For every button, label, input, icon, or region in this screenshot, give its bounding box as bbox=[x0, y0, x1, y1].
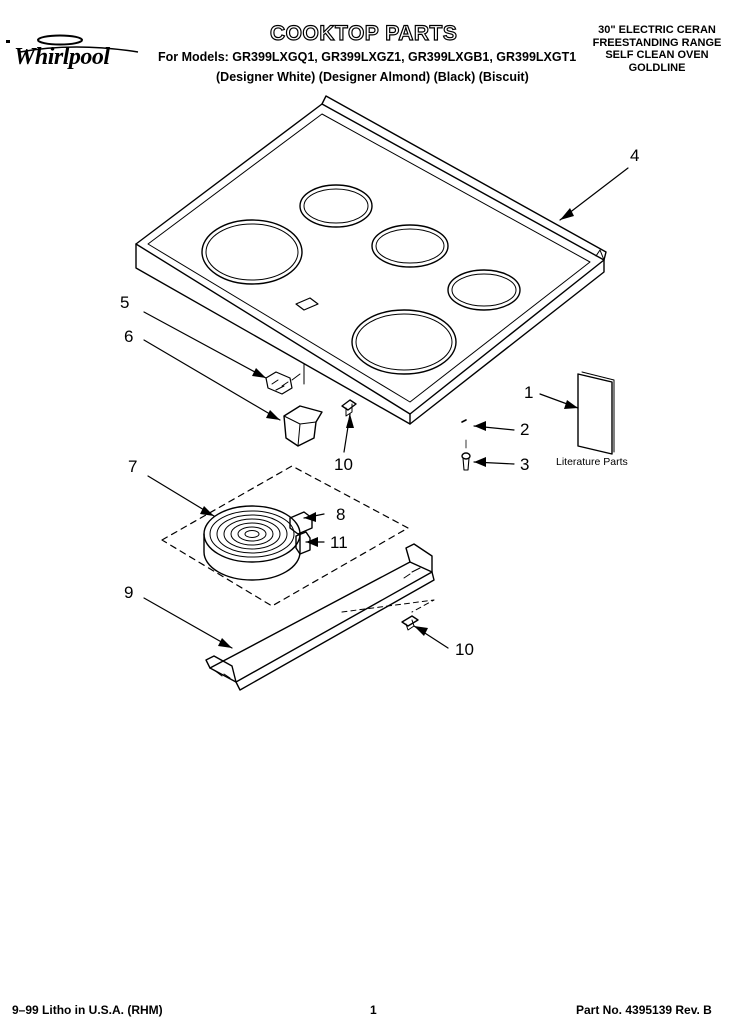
cooktop-assembly bbox=[135, 95, 607, 425]
corner-mark bbox=[6, 40, 10, 43]
callout-10-upper: 10 bbox=[334, 455, 353, 474]
element-support-bracket bbox=[205, 543, 435, 691]
callout-10-lower: 10 bbox=[455, 640, 474, 659]
variants-line: (Designer White) (Designer Almond) (Blac… bbox=[216, 70, 529, 84]
arrow-4 bbox=[560, 208, 574, 220]
leader-lines bbox=[143, 167, 629, 649]
bracket-dashed-guide bbox=[341, 599, 435, 613]
arrow-10a bbox=[346, 414, 354, 428]
spec-line: FREESTANDING RANGE bbox=[592, 36, 722, 49]
arrow-9 bbox=[218, 638, 232, 648]
arrow-5 bbox=[252, 368, 266, 378]
leader-arrowheads bbox=[200, 208, 578, 648]
page-title: COOKTOP PARTS bbox=[269, 21, 458, 45]
callout-7: 7 bbox=[128, 457, 138, 476]
spec-line: 30" ELECTRIC CERAN bbox=[598, 24, 716, 36]
burner-front-large bbox=[351, 309, 457, 375]
arrow-6 bbox=[266, 410, 280, 420]
spec-line: GOLDLINE bbox=[628, 61, 686, 74]
hot-surface-indicator bbox=[295, 297, 319, 311]
cooktop-top-surface bbox=[135, 103, 605, 415]
arrow-3 bbox=[474, 457, 486, 467]
arrow-1 bbox=[564, 400, 578, 409]
screw-10-lower bbox=[401, 615, 419, 631]
literature-booklet bbox=[577, 371, 615, 455]
arrow-7 bbox=[200, 506, 214, 516]
indicator-switch bbox=[265, 363, 305, 395]
literature-parts-label: Literature Parts bbox=[556, 456, 628, 468]
callout-2: 2 bbox=[520, 420, 530, 439]
arrow-11 bbox=[306, 537, 318, 547]
element-dashed-outline bbox=[161, 465, 409, 607]
cooktop-side-edge bbox=[409, 259, 605, 425]
cooktop-inner-border bbox=[147, 113, 591, 403]
switch-bracket bbox=[283, 405, 323, 447]
callout-8: 8 bbox=[336, 505, 346, 524]
burner-center bbox=[371, 224, 449, 268]
callout-11: 11 bbox=[330, 533, 348, 552]
spec-line: SELF CLEAN OVEN bbox=[605, 49, 709, 61]
callout-5: 5 bbox=[120, 293, 130, 312]
brand-name: Whirlpool bbox=[14, 44, 110, 70]
footer-litho: 9–99 Litho in U.S.A. (RHM) bbox=[12, 1003, 163, 1017]
burner-right bbox=[447, 269, 521, 311]
leader-6 bbox=[143, 339, 281, 421]
radiant-element bbox=[203, 505, 301, 581]
callout-6: 6 bbox=[124, 327, 134, 346]
callout-4: 4 bbox=[630, 146, 640, 165]
footer-page-number: 1 bbox=[370, 1003, 377, 1017]
screw-10-upper bbox=[341, 399, 357, 417]
burner-left-large bbox=[201, 219, 303, 285]
cooktop-front-edge bbox=[135, 243, 411, 425]
footer-part-number: Part No. 4395139 Rev. B bbox=[576, 1003, 712, 1017]
leader-5 bbox=[143, 311, 267, 379]
element-terminal bbox=[289, 511, 313, 535]
cooktop-back-rail bbox=[321, 95, 607, 261]
arrow-10b bbox=[414, 626, 428, 636]
models-line: For Models: GR399LXGQ1, GR399LXGZ1, GR39… bbox=[158, 50, 577, 64]
screw-part-3 bbox=[461, 452, 471, 471]
arrow-2 bbox=[474, 421, 486, 431]
limiter-clip bbox=[295, 531, 311, 555]
callout-3: 3 bbox=[520, 455, 530, 474]
burner-back bbox=[299, 184, 373, 228]
callout-1: 1 bbox=[524, 383, 534, 402]
clip-part-2 bbox=[461, 419, 467, 423]
leader-9 bbox=[143, 597, 233, 649]
whirlpool-logo bbox=[19, 34, 139, 53]
arrow-8 bbox=[304, 512, 316, 522]
appliance-spec: 30" ELECTRIC CERAN FREESTANDING RANGE SE… bbox=[582, 24, 732, 74]
callout-9: 9 bbox=[124, 583, 134, 602]
